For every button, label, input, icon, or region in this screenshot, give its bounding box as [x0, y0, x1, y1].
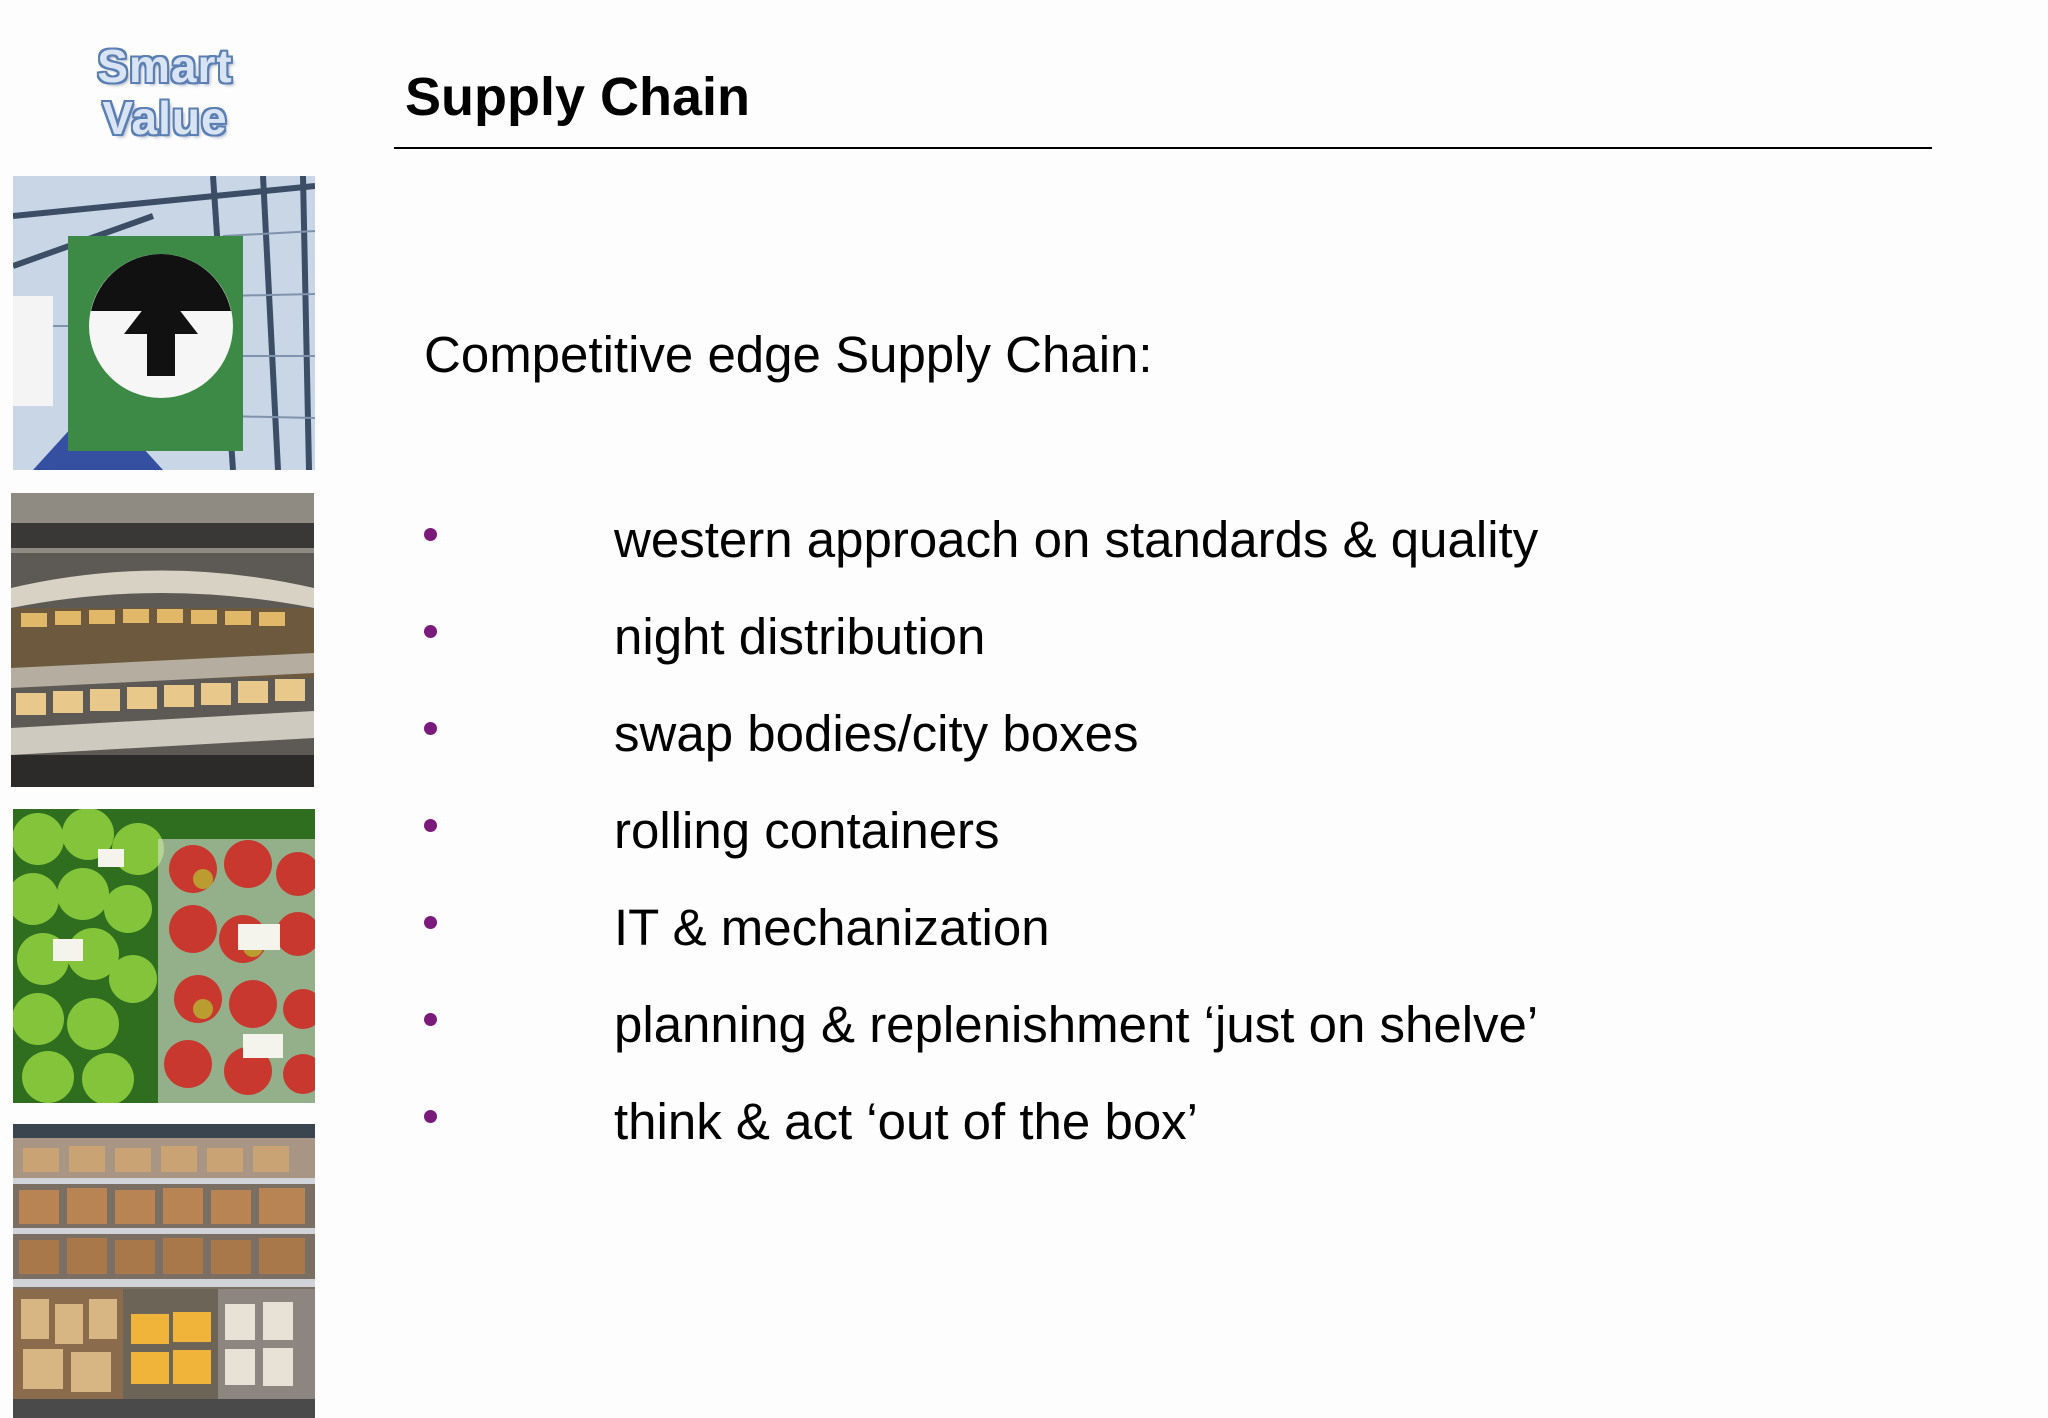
bullet-dot-icon [424, 819, 437, 832]
logo-line-2: Value [102, 92, 228, 144]
page-title: Supply Chain [405, 67, 751, 127]
bullet-dot-icon [424, 916, 437, 929]
bullet-dot-icon [424, 1013, 437, 1026]
bullet-dot-icon [424, 625, 437, 638]
title-divider [394, 147, 1932, 149]
logo-line-1: Smart [97, 40, 233, 92]
bakery-counter-photo [11, 493, 314, 787]
arrow-sign-photo [13, 176, 315, 470]
store-shelves-photo [13, 1124, 315, 1418]
bullet-text: western approach on standards & quality [614, 511, 1539, 568]
bullet-dot-icon [424, 1110, 437, 1123]
bullet-dot-icon [424, 528, 437, 541]
bullet-text: think & act ‘out of the box’ [614, 1093, 1199, 1150]
apples-photo [13, 809, 315, 1103]
bullet-text: planning & replenishment ‘just on shelve… [614, 996, 1539, 1053]
bullet-dot-icon [424, 722, 437, 735]
bullet-text: night distribution [614, 608, 986, 665]
smart-value-logo: Smart Value [70, 40, 260, 144]
bullet-text: swap bodies/city boxes [614, 705, 1139, 762]
bullet-text: IT & mechanization [614, 899, 1050, 956]
bullet-text: rolling containers [614, 802, 1000, 859]
section-subtitle: Competitive edge Supply Chain: [424, 326, 1153, 383]
